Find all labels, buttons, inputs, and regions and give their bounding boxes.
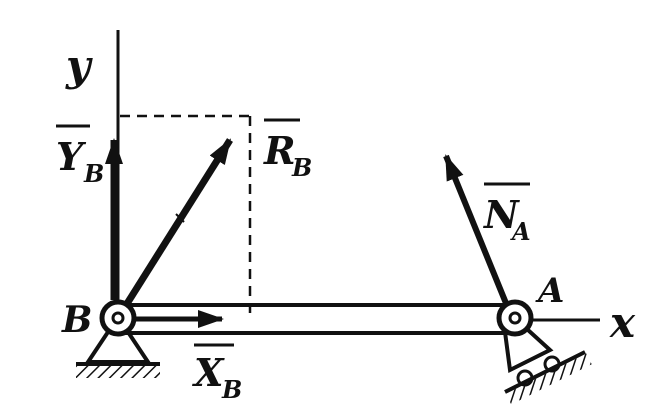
label-yb-main: Y (56, 134, 87, 179)
y-axis-label: y (65, 41, 93, 90)
label-yb-sub: B (83, 159, 104, 188)
label-xb-sub: B (221, 375, 242, 404)
projection-lines (120, 114, 252, 318)
point-b-label: B (61, 299, 92, 341)
label-xb: X B (192, 343, 242, 404)
label-yb: Y B (56, 124, 104, 188)
force-rb-arrow (115, 138, 233, 320)
label-na-sub: A (510, 217, 531, 246)
beam-ab (118, 303, 515, 335)
point-a-label: A (535, 271, 564, 311)
rb-tick-mark (175, 213, 185, 223)
x-axis-label: x (609, 298, 636, 347)
force-na-arrow (443, 154, 515, 320)
label-na-main: N (483, 192, 520, 237)
label-rb-sub: B (291, 153, 312, 182)
label-rb-main: R (263, 128, 296, 173)
label-xb-main: X (192, 350, 225, 395)
label-rb: R B (263, 118, 312, 182)
pin-support-b (76, 299, 160, 378)
label-na: N A (483, 182, 531, 246)
roller-support-a (496, 299, 592, 405)
